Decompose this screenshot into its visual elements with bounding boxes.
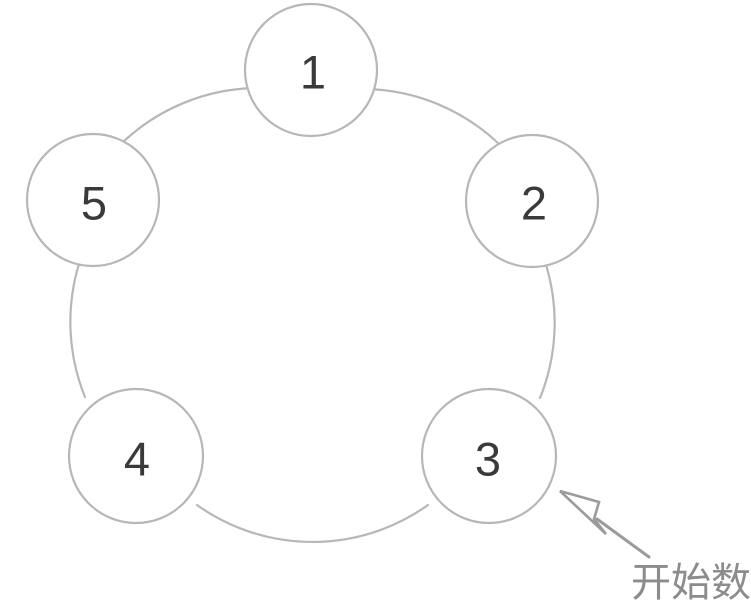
edge-4-to-5: [69, 262, 87, 399]
node-2-label: 2: [521, 177, 547, 230]
ring-edges: [69, 86, 556, 543]
node-4[interactable]: 4: [67, 387, 205, 525]
annotation-label: 开始数: [631, 560, 751, 603]
annotation-arrow-line: [595, 517, 651, 559]
node-2[interactable]: 2: [464, 133, 600, 269]
node-4-label: 4: [124, 433, 150, 486]
node-2-circle[interactable]: [464, 133, 600, 269]
node-4-circle[interactable]: [67, 387, 205, 525]
node-3-circle[interactable]: [420, 387, 558, 525]
start-annotation: 开始数: [559, 489, 751, 603]
edge-2-to-3: [538, 263, 556, 400]
node-3[interactable]: 3: [420, 387, 558, 525]
edge-1-to-2: [364, 87, 501, 146]
node-5[interactable]: 5: [25, 132, 161, 268]
node-1[interactable]: 1: [243, 2, 379, 138]
node-5-label: 5: [81, 177, 107, 230]
edge-5-to-1: [120, 86, 259, 145]
nodes: 1 2 3 4 5: [25, 2, 600, 525]
edge-3-to-4: [195, 503, 430, 543]
node-5-circle[interactable]: [25, 132, 161, 268]
annotation-arrow-head-icon: [559, 489, 608, 535]
node-3-label: 3: [475, 433, 501, 486]
node-1-circle[interactable]: [243, 2, 379, 138]
node-1-label: 1: [300, 46, 326, 99]
